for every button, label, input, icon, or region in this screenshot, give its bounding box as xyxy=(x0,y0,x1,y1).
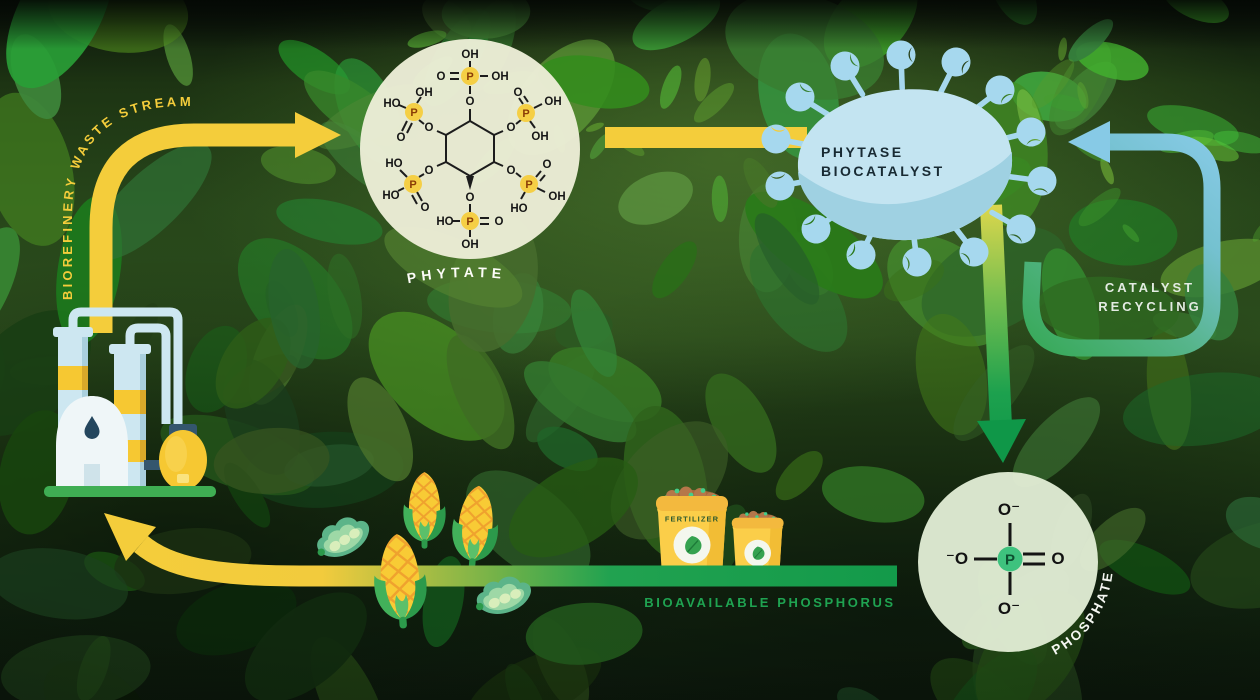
svg-text:OH: OH xyxy=(461,49,478,61)
atom-label: ⁻O xyxy=(946,549,968,568)
atom-label: P xyxy=(466,216,473,228)
fertilizer-bag-icon: FERTILIZER xyxy=(655,485,729,582)
phytate-label: PHYTATE xyxy=(406,264,502,286)
catalyst-recycling-label: CATALYST RECYCLING xyxy=(1098,280,1202,314)
phosphate-release-arrow xyxy=(977,204,1026,463)
svg-text:O: O xyxy=(397,132,406,144)
bioavailable-phosphorus-label: BIOAVAILABLE PHOSPHORUS xyxy=(644,595,895,610)
svg-text:HO: HO xyxy=(385,158,402,170)
atom-label: P xyxy=(522,108,529,120)
svg-text:O: O xyxy=(514,87,523,99)
svg-text:CATALYST: CATALYST xyxy=(1105,280,1195,295)
svg-text:OH: OH xyxy=(548,191,565,203)
atom-label: O xyxy=(1051,549,1064,568)
soybean-pod-icon xyxy=(308,509,376,566)
svg-text:PHYTATE: PHYTATE xyxy=(406,264,507,286)
waste-stream-arrow: BIOREFINERY WASTE STREAM xyxy=(60,94,341,333)
svg-text:O: O xyxy=(437,71,446,83)
svg-text:HO: HO xyxy=(436,216,453,228)
atom-label: O⁻ xyxy=(998,500,1020,519)
atom-label: O⁻ xyxy=(998,599,1020,618)
svg-text:O: O xyxy=(495,216,504,228)
svg-text:O: O xyxy=(507,165,516,177)
atom-label: P xyxy=(409,179,416,191)
svg-text:O: O xyxy=(425,122,434,134)
svg-text:HO: HO xyxy=(382,190,399,202)
svg-text:O: O xyxy=(425,165,434,177)
droplet-icon xyxy=(84,416,100,440)
phytate-circle xyxy=(360,39,580,259)
phytate-node: P P P P P P O O O O O O OH O OH OH xyxy=(360,39,580,286)
phosphorus-atoms: P P P P P P xyxy=(404,67,538,230)
phytate-to-biocatalyst-arrow xyxy=(605,127,807,148)
svg-text:OH: OH xyxy=(544,96,561,108)
svg-text:O: O xyxy=(466,96,475,108)
svg-text:HO: HO xyxy=(383,98,400,110)
enzyme-icon xyxy=(886,40,917,92)
biorefinery-icon xyxy=(44,307,216,497)
phytase-biocatalyst-node: PHYTASE BIOCATALYST xyxy=(759,40,1059,279)
svg-text:OH: OH xyxy=(491,71,508,83)
phytase-label-line2: BIOCATALYST xyxy=(821,163,945,179)
phytase-label-line1: PHYTASE xyxy=(821,144,904,160)
svg-text:OH: OH xyxy=(531,131,548,143)
enzyme-icon xyxy=(1004,161,1059,198)
svg-text:O: O xyxy=(466,192,475,204)
atom-label: P xyxy=(525,179,532,191)
svg-text:OH: OH xyxy=(461,239,478,251)
reactor-vessel-icon xyxy=(159,424,207,490)
atom-label: P xyxy=(466,71,473,83)
atom-label: P xyxy=(1005,552,1015,569)
catalyst-recycling-loop-arrow xyxy=(1022,121,1221,357)
atom-label: P xyxy=(410,107,417,119)
fertilizer-bag-label: FERTILIZER xyxy=(665,515,719,524)
svg-text:OH: OH xyxy=(415,87,432,99)
svg-text:O: O xyxy=(543,159,552,171)
corn-icon xyxy=(438,456,513,582)
svg-text:O: O xyxy=(421,202,430,214)
biocatalyst-blob-shade xyxy=(798,152,1013,241)
phosphate-node: P O⁻ ⁻O O O⁻ PHOSPHATE xyxy=(918,472,1113,658)
phytate-molecule xyxy=(397,61,546,237)
storage-dome-icon xyxy=(56,396,128,487)
bioavailable-bar-arrow xyxy=(104,513,897,587)
phytate-atom-labels: O O O O O O OH O OH OH HO O HO HO O HO O… xyxy=(382,49,565,251)
svg-text:HO: HO xyxy=(510,203,527,215)
svg-text:O: O xyxy=(507,122,516,134)
svg-text:RECYCLING: RECYCLING xyxy=(1098,299,1202,314)
phosphate-ion: P O⁻ ⁻O O O⁻ xyxy=(946,500,1065,618)
